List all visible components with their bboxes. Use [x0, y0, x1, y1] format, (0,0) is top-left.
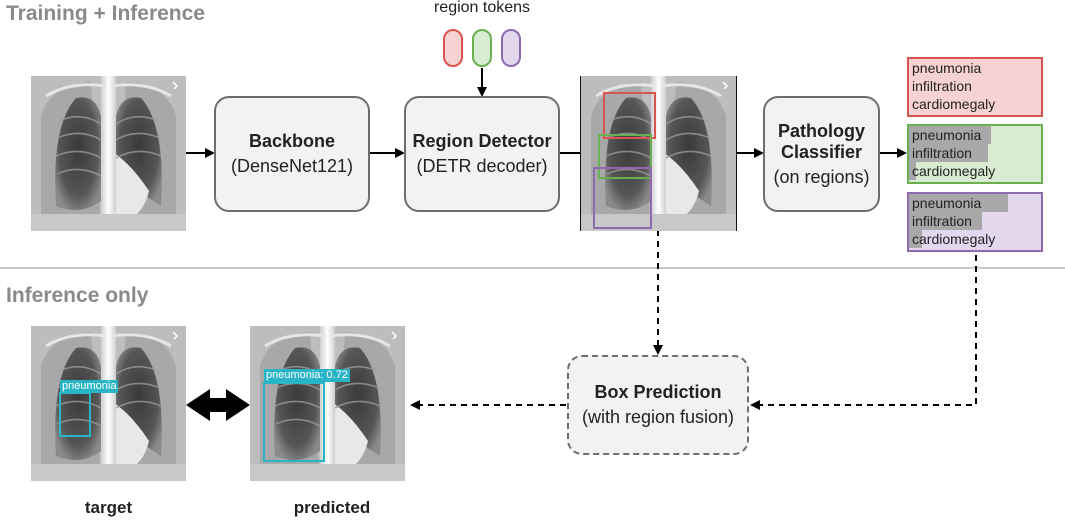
- region-detector-title: Region Detector: [412, 131, 552, 151]
- pathology-classifier-box: Pathology Classifier (on regions): [763, 96, 880, 212]
- classifier-row: pneumonia: [909, 194, 1041, 212]
- pathology-label: cardiomegaly: [912, 163, 996, 179]
- classifier-row: infiltration: [909, 212, 1041, 230]
- region-tokens-label: region tokens: [433, 0, 531, 16]
- predicted-xray-image: [250, 326, 405, 481]
- region-box-red: [603, 92, 656, 139]
- classifier-row: infiltration: [909, 77, 1041, 95]
- input-xray-image: [31, 76, 186, 231]
- classifier-row: cardiomegaly: [909, 230, 1041, 248]
- target-detection-label: pneumonia: [60, 380, 119, 393]
- box-prediction-box: Box Prediction (with region fusion): [567, 355, 749, 455]
- backbone-box: Backbone (DenseNet121): [214, 96, 370, 212]
- backbone-title: Backbone: [248, 131, 336, 151]
- region-detector-subtitle: (DETR decoder): [416, 156, 548, 176]
- region-token-green: [472, 29, 492, 67]
- predicted-xray-container: pneumonia: 0.72: [250, 326, 405, 481]
- classifier-row: cardiomegaly: [909, 95, 1041, 113]
- classifier-row: pneumonia: [909, 126, 1041, 144]
- pathology-classifier-title-1: Pathology: [777, 120, 865, 141]
- pathology-label: infiltration: [912, 145, 972, 161]
- target-xray-container: pneumonia: [31, 326, 186, 481]
- box-prediction-subtitle: (with region fusion): [581, 407, 735, 427]
- region-box-green: [598, 134, 652, 179]
- score-bar: [909, 126, 991, 144]
- predicted-detection-label: pneumonia: 0.72: [264, 369, 350, 382]
- predicted-detection-box: [263, 382, 325, 462]
- score-bar: [909, 212, 982, 230]
- classifier-row: infiltration: [909, 144, 1041, 162]
- pathology-label: cardiomegaly: [912, 96, 996, 112]
- pathology-label: pneumonia: [912, 60, 982, 76]
- region-token-purple: [501, 29, 521, 67]
- score-bar: [909, 144, 988, 162]
- classifier-row: cardiomegaly: [909, 162, 1041, 180]
- caption-target: target: [84, 498, 133, 517]
- pathology-classifier-subtitle: (on regions): [773, 166, 870, 187]
- section-title-training-inference: Training + Inference: [6, 2, 205, 25]
- box-prediction-title: Box Prediction: [594, 382, 722, 402]
- score-bar: [909, 230, 922, 248]
- classifier-output-2: pneumonia infiltration cardiomegaly: [907, 124, 1043, 184]
- pathology-label: infiltration: [912, 78, 972, 94]
- pathology-label: pneumonia: [912, 127, 982, 143]
- pathology-classifier-title-2: Classifier: [780, 141, 863, 162]
- pathology-label: cardiomegaly: [912, 231, 996, 247]
- region-xray-image: [580, 76, 737, 231]
- target-detection-box: [59, 392, 91, 437]
- caption-predicted: predicted: [293, 498, 371, 517]
- classifier-output-3: pneumonia infiltration cardiomegaly: [907, 192, 1043, 252]
- backbone-subtitle: (DenseNet121): [230, 156, 354, 176]
- dashed-arrow-classes-to-boxpred: [750, 255, 977, 410]
- region-box-purple: [593, 167, 652, 229]
- classifier-row: pneumonia: [909, 59, 1041, 77]
- region-detector-box: Region Detector (DETR decoder): [404, 96, 560, 212]
- double-arrow-target-predicted: [186, 389, 250, 421]
- section-title-inference-only: Inference only: [6, 284, 149, 307]
- score-bar: [909, 162, 916, 180]
- pathology-label: pneumonia: [912, 195, 982, 211]
- region-token-red: [443, 29, 463, 67]
- pathology-label: infiltration: [912, 213, 972, 229]
- score-bar: [909, 194, 1008, 212]
- classifier-output-1: pneumonia infiltration cardiomegaly: [907, 57, 1043, 117]
- target-xray-image: [31, 326, 186, 481]
